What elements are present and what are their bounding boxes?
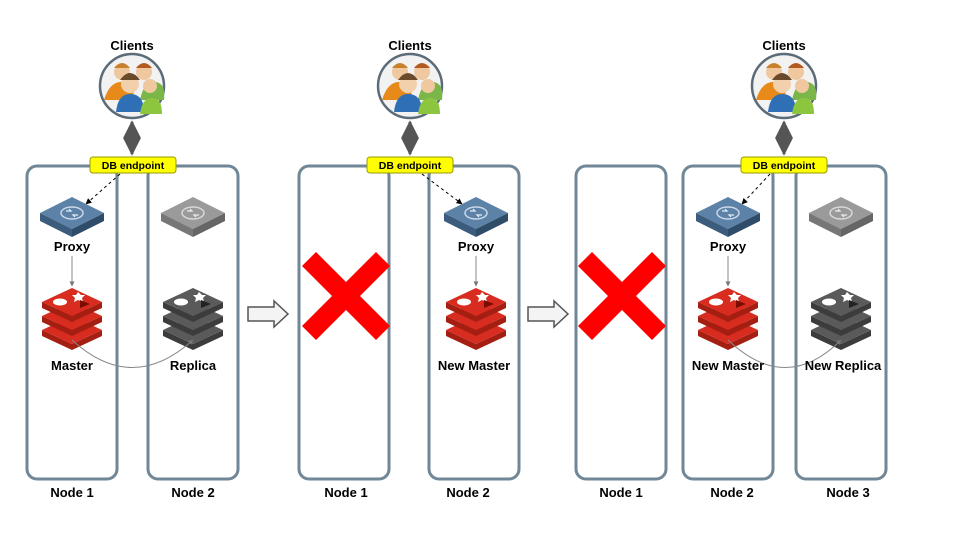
clients-label: Clients: [110, 38, 153, 53]
node-label: Node 1: [599, 485, 642, 500]
replication-link: [71, 339, 194, 368]
replica-label: Replica: [170, 358, 217, 373]
db-endpoint-label: DB endpoint: [753, 160, 816, 172]
node-label: Node 3: [826, 485, 869, 500]
master-label: New Master: [692, 358, 764, 373]
clients-label: Clients: [388, 38, 431, 53]
replication-link: [727, 339, 842, 368]
replica-label: New Replica: [805, 358, 882, 373]
endpoint-proxy-link: [421, 173, 463, 205]
stage-1: Clients DB endpoint Proxy Master Replica…: [25, 38, 240, 500]
node-box-stage3-node1: [574, 164, 668, 481]
node-label: Node 1: [324, 485, 367, 500]
proxy-label: Proxy: [710, 239, 747, 254]
node-label: Node 2: [446, 485, 489, 500]
db-endpoint-badge: [89, 156, 177, 174]
db-endpoint-label: DB endpoint: [102, 160, 165, 172]
db-endpoint-label: DB endpoint: [379, 160, 442, 172]
db-endpoint-badge: [740, 156, 828, 174]
proxy-label: Proxy: [54, 239, 91, 254]
node-label: Node 1: [50, 485, 93, 500]
endpoint-proxy-link: [85, 173, 121, 205]
stage-3: Clients DB endpoint Proxy New Master New…: [574, 38, 888, 500]
arrow-right-icon: [247, 300, 289, 328]
endpoint-proxy-link: [741, 173, 771, 205]
stage-2: Clients DB endpoint Proxy New Master Nod…: [297, 38, 521, 500]
db-endpoint-badge: [366, 156, 454, 174]
master-label: New Master: [438, 358, 510, 373]
master-label: Master: [51, 358, 93, 373]
arrow-right-icon: [527, 300, 569, 328]
node-label: Node 2: [710, 485, 753, 500]
node-label: Node 2: [171, 485, 214, 500]
node-box-stage2-node1: [297, 164, 391, 481]
proxy-label: Proxy: [458, 239, 495, 254]
clients-icon: [750, 52, 818, 120]
clients-label: Clients: [762, 38, 805, 53]
clients-icon: [98, 52, 166, 120]
clients-icon: [376, 52, 444, 120]
